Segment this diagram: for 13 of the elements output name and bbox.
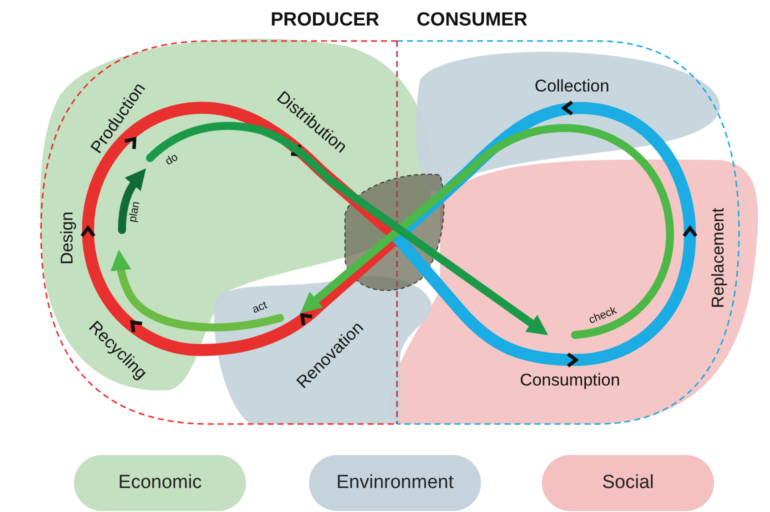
legend-pill: Envinronment — [309, 455, 481, 511]
stage-label: plan — [128, 200, 142, 224]
stage-label: Design — [58, 212, 76, 264]
region-heading: CONSUMER — [416, 10, 528, 30]
stage-label: Consumption — [520, 372, 620, 388]
stage-label: act — [251, 300, 269, 316]
stage-label: do — [164, 152, 180, 168]
stage-label: Collection — [534, 78, 610, 94]
legend-pill: Economic — [74, 455, 246, 511]
stage-label: check — [588, 306, 618, 326]
legend-pill: Social — [542, 455, 714, 511]
stage-label: Replacement — [710, 208, 726, 308]
region-heading: PRODUCER — [270, 10, 380, 30]
